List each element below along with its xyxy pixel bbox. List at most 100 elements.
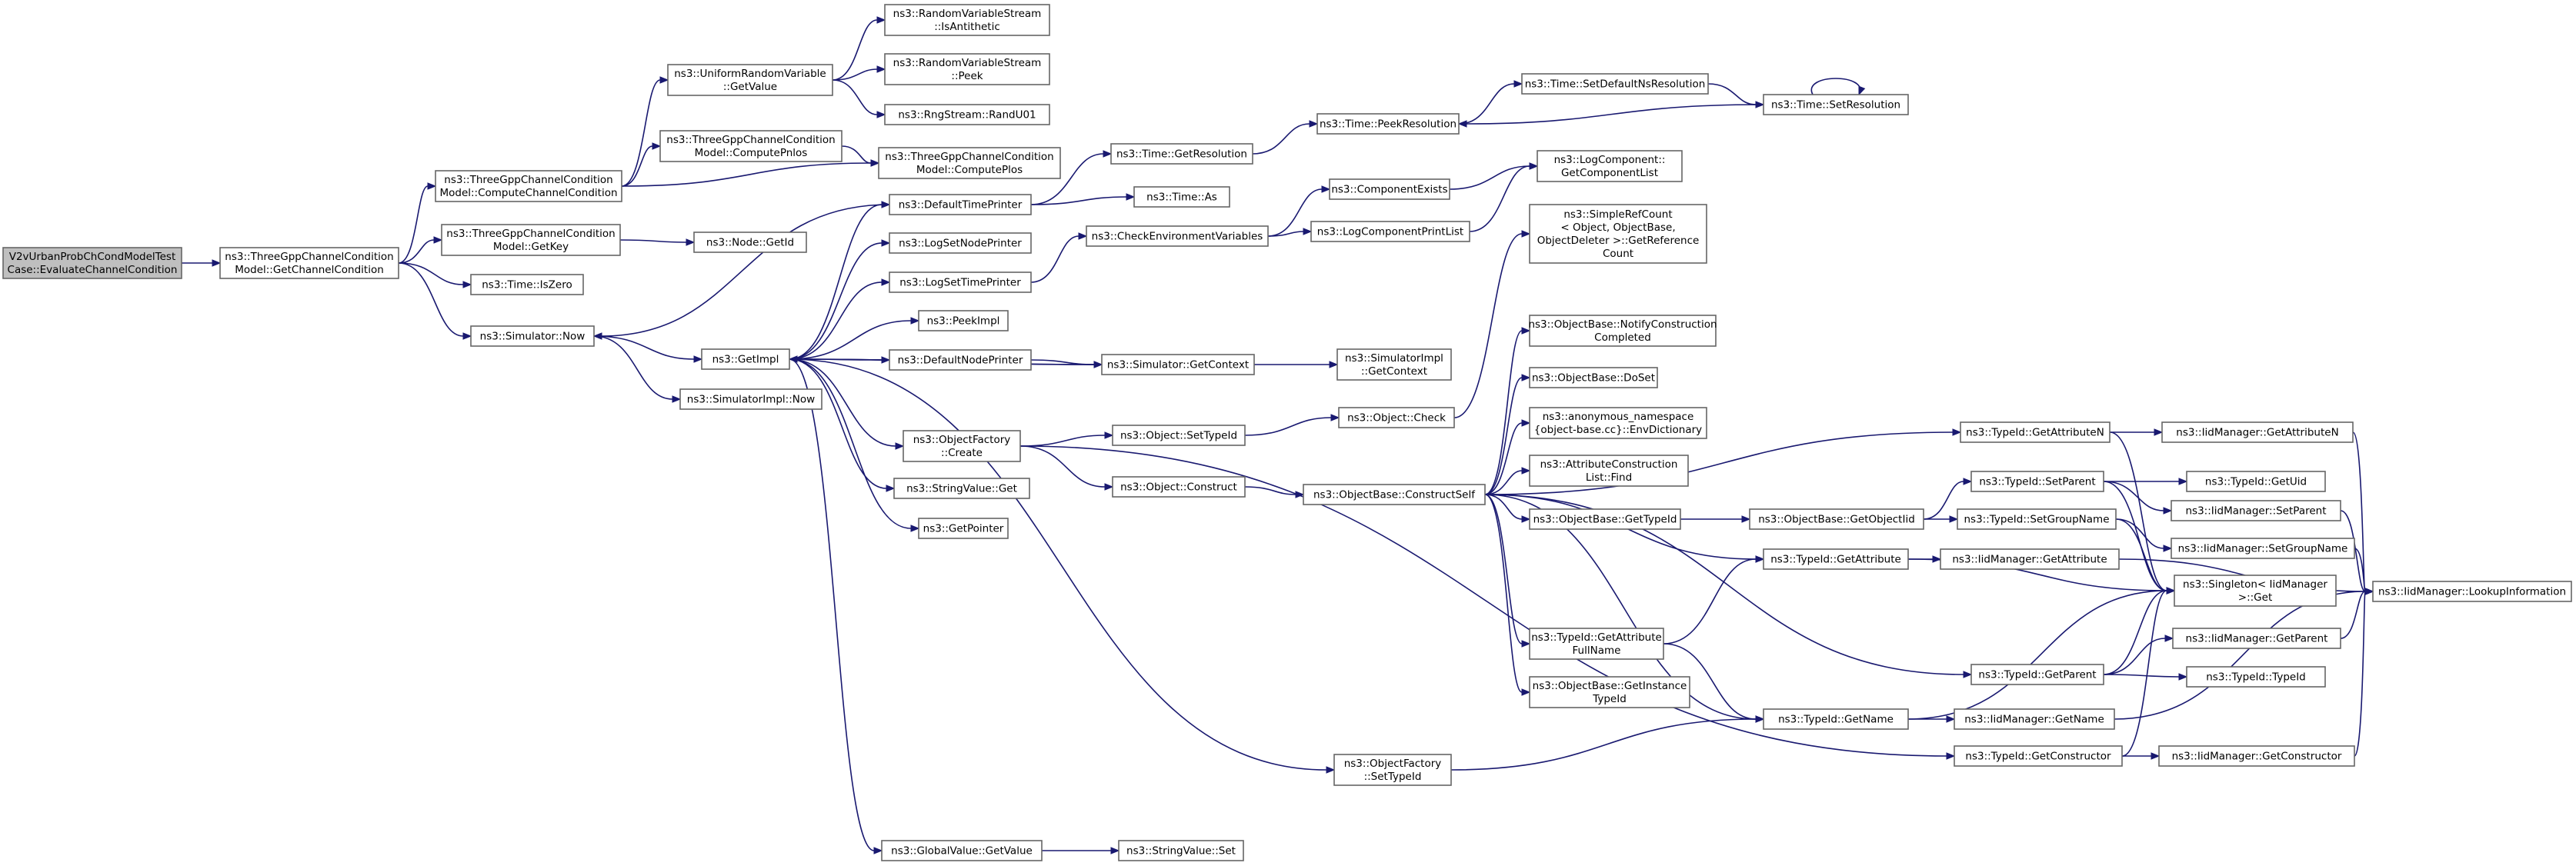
node-box xyxy=(1749,508,1924,530)
node-ofsettypeid[interactable]: ns3::ObjectFactory::SetTypeId xyxy=(1333,754,1452,786)
node-ofcreate[interactable]: ns3::ObjectFactory::Create xyxy=(903,430,1021,462)
node-iidsetgroupname[interactable]: ns3::IidManager::SetGroupName xyxy=(2171,538,2355,559)
edge-line xyxy=(1030,153,1104,205)
node-simimplnow[interactable]: ns3::SimulatorImpl::Now xyxy=(679,388,823,410)
node-typeidgetconstructor[interactable]: ns3::TypeId::GetConstructor xyxy=(1954,745,2123,767)
node-peekimpl[interactable]: ns3::PeekImpl xyxy=(918,310,1009,331)
node-urvgetvalue[interactable]: ns3::UniformRandomVariable::GetValue xyxy=(667,64,833,96)
node-stringvalueget[interactable]: ns3::StringValue::Get xyxy=(893,478,1030,499)
node-logcompprintlist[interactable]: ns3::LogComponentPrintList xyxy=(1310,221,1470,242)
node-typeidgetattrn[interactable]: ns3::TypeId::GetAttributeN xyxy=(1960,421,2111,443)
node-typeidgetname[interactable]: ns3::TypeId::GetName xyxy=(1763,708,1909,730)
edge-arrowhead xyxy=(1963,671,1973,678)
node-getobjectiid[interactable]: ns3::ObjectBase::GetObjectIid xyxy=(1749,508,1924,530)
node-getchcond[interactable]: ns3::ThreeGppChannelConditionModel::GetC… xyxy=(219,247,399,279)
node-box xyxy=(1338,407,1455,428)
node-label: ns3::GetPointer xyxy=(923,523,1004,535)
node-typeidsetgroupname[interactable]: ns3::TypeId::SetGroupName xyxy=(1957,508,2117,530)
node-typeidgetparent[interactable]: ns3::TypeId::GetParent xyxy=(1970,664,2104,685)
node-deftimeprinter[interactable]: ns3::DefaultTimePrinter xyxy=(889,194,1032,215)
node-iidgetconstructor[interactable]: ns3::IidManager::GetConstructor xyxy=(2158,745,2355,767)
node-simgetcontext[interactable]: ns3::Simulator::GetContext xyxy=(1101,354,1255,375)
node-label: ns3::ObjectFactory xyxy=(913,434,1011,446)
edge-computepnlos-to-computeplos xyxy=(841,145,880,167)
node-envdictionary[interactable]: ns3::anonymous_namespace{object-base.cc}… xyxy=(1529,407,1707,439)
node-timepeekres[interactable]: ns3::Time::PeekResolution xyxy=(1316,113,1460,135)
node-label: ns3::Object::SetTypeId xyxy=(1120,430,1237,442)
node-getimpl[interactable]: ns3::GetImpl xyxy=(701,348,790,370)
edge-arrowhead xyxy=(1949,515,1959,523)
node-timeas[interactable]: ns3::Time::As xyxy=(1133,186,1230,208)
node-nodegetid[interactable]: ns3::Node::GetId xyxy=(693,231,807,253)
node-root[interactable]: V2vUrbanProbChCondModelTestCase::Evaluat… xyxy=(2,247,182,279)
edge-getimpl-to-logsettimeprinter xyxy=(789,278,891,360)
node-computeplos[interactable]: ns3::ThreeGppChannelConditionModel::Comp… xyxy=(878,147,1061,179)
node-objbasegettypeid[interactable]: ns3::ObjectBase::GetTypeId xyxy=(1529,508,1681,530)
node-iidgetattribute[interactable]: ns3::IidManager::GetAttribute xyxy=(1940,548,2120,570)
node-iidgetname[interactable]: ns3::IidManager::GetName xyxy=(1954,708,2115,730)
node-iidsetparent[interactable]: ns3::IidManager::SetParent xyxy=(2171,500,2341,521)
node-randu01[interactable]: ns3::RngStream::RandU01 xyxy=(884,104,1050,125)
node-typeidgetuid[interactable]: ns3::TypeId::GetUid xyxy=(2186,471,2326,492)
node-objcheck[interactable]: ns3::Object::Check xyxy=(1338,407,1455,428)
node-notifyconstruct[interactable]: ns3::ObjectBase::NotifyConstructionCompl… xyxy=(1528,315,1717,347)
node-objsettypeid[interactable]: ns3::Object::SetTypeId xyxy=(1112,425,1246,446)
edge-arrowhead xyxy=(895,442,905,450)
node-computepnlos[interactable]: ns3::ThreeGppChannelConditionModel::Comp… xyxy=(659,130,843,162)
node-globalvaluegetvalue[interactable]: ns3::GlobalValue::GetValue xyxy=(881,840,1043,861)
edge-getimpl-to-deftimeprinter xyxy=(789,201,891,360)
node-iidgetparent[interactable]: ns3::IidManager::GetParent xyxy=(2172,628,2341,649)
edge-urvgetvalue-to-randu01 xyxy=(832,79,886,118)
edge-line xyxy=(2103,674,2180,678)
node-getpointer[interactable]: ns3::GetPointer xyxy=(918,518,1009,539)
node-singletonget[interactable]: ns3::Singleton< IidManager>::Get xyxy=(2174,575,2337,607)
node-simplerefcount[interactable]: ns3::SimpleRefCount< Object, ObjectBase,… xyxy=(1529,204,1707,264)
node-peek[interactable]: ns3::RandomVariableStream::Peek xyxy=(884,53,1050,85)
node-setdefaultnsres[interactable]: ns3::Time::SetDefaultNsResolution xyxy=(1521,73,1709,95)
node-doset[interactable]: ns3::ObjectBase::DoSet xyxy=(1529,367,1658,388)
edge-arrowhead xyxy=(1529,162,1539,170)
node-simnow[interactable]: ns3::Simulator::Now xyxy=(470,325,595,347)
node-iidgetattrn[interactable]: ns3::IidManager::GetAttributeN xyxy=(2161,421,2354,443)
node-computechcond[interactable]: ns3::ThreeGppChannelConditionModel::Comp… xyxy=(435,170,622,202)
node-constructself[interactable]: ns3::ObjectBase::ConstructSelf xyxy=(1303,484,1486,505)
node-box xyxy=(918,310,1009,331)
node-box xyxy=(1521,73,1709,95)
node-typeidtypeid[interactable]: ns3::TypeId::TypeId xyxy=(2186,666,2326,688)
node-label: ns3::IidManager::SetParent xyxy=(2186,505,2327,518)
edge-getimpl-to-getpointer xyxy=(789,358,920,532)
node-timegetresolution[interactable]: ns3::Time::GetResolution xyxy=(1110,143,1253,165)
edge-computechcond-to-computepnlos xyxy=(621,142,662,187)
node-typeidsetparent[interactable]: ns3::TypeId::SetParent xyxy=(1970,471,2104,492)
node-timesetres[interactable]: ns3::Time::SetResolution xyxy=(1763,94,1909,115)
edge-arrowhead xyxy=(1126,193,1136,201)
node-defnodeprinter[interactable]: ns3::DefaultNodePrinter xyxy=(889,349,1032,371)
node-checkenv[interactable]: ns3::CheckEnvironmentVariables xyxy=(1086,225,1269,247)
node-iszero[interactable]: ns3::Time::IsZero xyxy=(470,274,584,295)
node-isantithetic[interactable]: ns3::RandomVariableStream::IsAntithetic xyxy=(884,4,1050,36)
node-label: ::IsAntithetic xyxy=(934,21,1000,33)
node-simimplgetcontext[interactable]: ns3::SimulatorImpl::GetContext xyxy=(1336,348,1452,381)
node-compexists[interactable]: ns3::ComponentExists xyxy=(1329,178,1450,200)
node-label: GetComponentList xyxy=(1561,167,1658,179)
edge-arrowhead xyxy=(1321,185,1331,193)
node-label: ::Create xyxy=(941,447,983,459)
edge-typeidsetgroupname-to-singletonget xyxy=(2115,518,2176,595)
node-label: ::GetContext xyxy=(1361,365,1427,378)
node-box xyxy=(893,478,1030,499)
node-logsettimeprinter[interactable]: ns3::LogSetTimePrinter xyxy=(889,271,1032,293)
node-stringvalueset[interactable]: ns3::StringValue::Set xyxy=(1118,840,1244,861)
edge-constructself-to-envdictionary xyxy=(1484,419,1531,495)
node-getkey[interactable]: ns3::ThreeGppChannelConditionModel::GetK… xyxy=(441,224,621,256)
edge-arrowhead xyxy=(1103,150,1113,158)
node-objconstruct[interactable]: ns3::Object::Construct xyxy=(1112,476,1246,498)
node-label: ns3::PeekImpl xyxy=(927,315,1000,328)
node-box xyxy=(1954,708,2115,730)
node-lookupinfo[interactable]: ns3::IidManager::LookupInformation xyxy=(2372,581,2572,602)
node-logsetnodeprinter[interactable]: ns3::LogSetNodePrinter xyxy=(889,232,1032,254)
node-typeidgetattribute[interactable]: ns3::TypeId::GetAttribute xyxy=(1763,548,1909,570)
node-getcomplist[interactable]: ns3::LogComponent::GetComponentList xyxy=(1537,150,1683,182)
